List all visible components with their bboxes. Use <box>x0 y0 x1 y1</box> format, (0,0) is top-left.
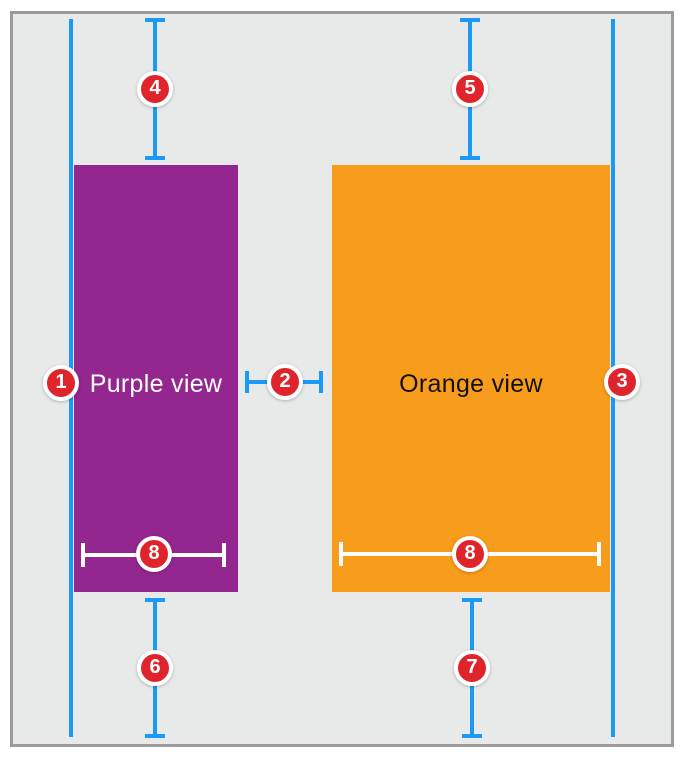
beam-cap <box>597 542 601 566</box>
constraint-badge-width-orange: 8 <box>452 536 488 572</box>
constraint-badge-width-purple: 8 <box>136 536 172 572</box>
beam-cap <box>460 156 480 160</box>
purple-view-label: Purple view <box>89 369 223 398</box>
purple-view: Purple view <box>74 165 238 592</box>
constraint-badge-bottom-orange: 7 <box>454 650 490 686</box>
orange-view-label: Orange view <box>399 369 543 398</box>
beam-cap <box>145 734 165 738</box>
beam-cap <box>222 543 226 567</box>
constraint-badge-bottom-purple: 6 <box>137 650 173 686</box>
constraint-badge-top-orange: 5 <box>452 71 488 107</box>
constraint-badge-leading: 1 <box>43 365 79 401</box>
beam-cap <box>145 156 165 160</box>
constraint-badge-trailing: 3 <box>604 364 640 400</box>
orange-view: Orange view <box>332 165 610 592</box>
constraint-badge-horizontal-spacing: 2 <box>267 364 303 400</box>
beam-cap <box>462 734 482 738</box>
constraint-badge-top-purple: 4 <box>137 71 173 107</box>
beam-cap <box>319 371 323 393</box>
